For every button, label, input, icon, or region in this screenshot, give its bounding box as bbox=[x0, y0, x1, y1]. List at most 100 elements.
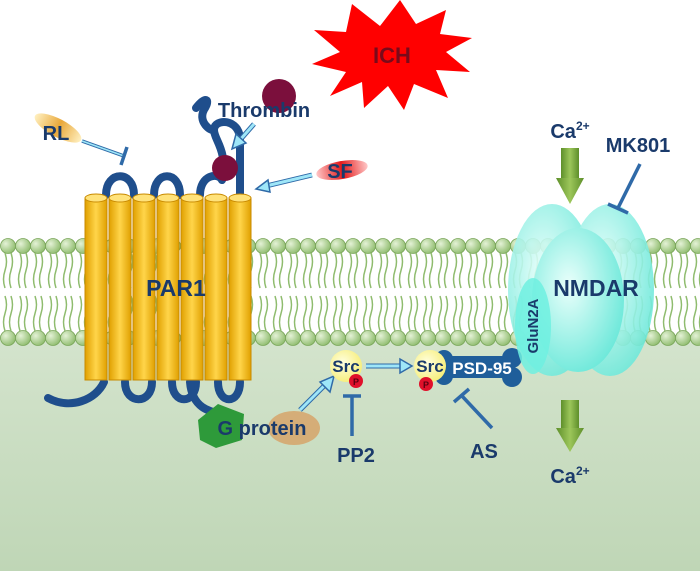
lipid-tail bbox=[304, 253, 307, 288]
lipid-tail bbox=[685, 296, 688, 331]
lipid-head bbox=[361, 331, 376, 346]
lipid-tail bbox=[670, 253, 673, 288]
lipid-head bbox=[31, 239, 46, 254]
lipid-head bbox=[676, 239, 691, 254]
lipid-tail bbox=[10, 253, 13, 288]
lipid-head bbox=[46, 239, 61, 254]
lipid-tail bbox=[664, 253, 667, 288]
lipid-head bbox=[286, 331, 301, 346]
helix-cap bbox=[133, 194, 155, 202]
lipid-head bbox=[346, 331, 361, 346]
lipid-tail bbox=[409, 296, 412, 331]
lipid-tail bbox=[415, 296, 418, 331]
helix-cap bbox=[85, 194, 107, 202]
lipid-tail bbox=[694, 253, 697, 288]
pp2-label: PP2 bbox=[337, 445, 375, 467]
lipid-tail bbox=[454, 296, 457, 331]
lipid-tail bbox=[25, 296, 28, 331]
lipid-head bbox=[406, 239, 421, 254]
lipid-tail bbox=[289, 296, 292, 331]
lipid-tail bbox=[265, 253, 268, 288]
sf-agonist: SF bbox=[256, 157, 369, 192]
lipid-tail bbox=[340, 296, 343, 331]
lipid-head bbox=[331, 331, 346, 346]
lipid-tail bbox=[274, 253, 277, 288]
ca-top-arrow-shaft bbox=[561, 148, 579, 178]
phospho-label-2: P bbox=[423, 380, 429, 390]
lipid-head bbox=[1, 331, 16, 346]
lipid-head bbox=[496, 239, 511, 254]
lipid-tail bbox=[40, 253, 43, 288]
glun2a-label: GluN2A bbox=[525, 298, 542, 353]
lipid-head bbox=[16, 239, 31, 254]
lipid-head bbox=[46, 331, 61, 346]
lipid-tail bbox=[439, 296, 442, 331]
as-label: AS bbox=[470, 441, 498, 463]
lipid-tail bbox=[304, 296, 307, 331]
lipid-tail bbox=[490, 296, 493, 331]
lipid-tail bbox=[274, 296, 277, 331]
lipid-tail bbox=[430, 253, 433, 288]
lipid-tail bbox=[325, 296, 328, 331]
lipid-head bbox=[331, 239, 346, 254]
lipid-head bbox=[61, 331, 76, 346]
lipid-tail bbox=[355, 253, 358, 288]
lipid-head bbox=[451, 239, 466, 254]
lipid-tail bbox=[319, 253, 322, 288]
lipid-tail bbox=[19, 253, 22, 288]
helix-cap bbox=[181, 194, 203, 202]
lipid-head bbox=[391, 331, 406, 346]
src-label-1: Src bbox=[332, 357, 359, 376]
lipid-tail bbox=[475, 296, 478, 331]
lipid-head bbox=[316, 331, 331, 346]
rl-inhibitor: RL bbox=[31, 108, 127, 165]
lipid-head bbox=[676, 331, 691, 346]
lipid-head bbox=[271, 239, 286, 254]
lipid-head bbox=[421, 239, 436, 254]
lipid-tail bbox=[655, 253, 658, 288]
lipid-tail bbox=[370, 296, 373, 331]
ich-burst: ICH bbox=[312, 0, 472, 110]
transmembrane-helix bbox=[205, 198, 227, 380]
lipid-tail bbox=[469, 296, 472, 331]
lipid-tail bbox=[310, 296, 313, 331]
lipid-tail bbox=[679, 253, 682, 288]
lipid-tail bbox=[505, 296, 508, 331]
lipid-tail bbox=[370, 253, 373, 288]
lipid-tail bbox=[349, 296, 352, 331]
lipid-tail bbox=[289, 253, 292, 288]
lipid-tail bbox=[490, 253, 493, 288]
lipid-tail bbox=[265, 296, 268, 331]
lipid-tail bbox=[475, 253, 478, 288]
lipid-tail bbox=[394, 296, 397, 331]
lipid-head bbox=[406, 331, 421, 346]
src-label-2: Src bbox=[416, 357, 443, 376]
lipid-head bbox=[301, 331, 316, 346]
lipid-tail bbox=[55, 296, 58, 331]
thrombin-label: Thrombin bbox=[218, 100, 310, 122]
lipid-head bbox=[316, 239, 331, 254]
transmembrane-helix bbox=[85, 198, 107, 380]
lipid-head bbox=[661, 239, 676, 254]
lipid-head bbox=[301, 239, 316, 254]
lipid-tail bbox=[280, 296, 283, 331]
sf-label: SF bbox=[327, 161, 353, 183]
lipid-head bbox=[496, 331, 511, 346]
lipid-tail bbox=[424, 296, 427, 331]
lipid-tail bbox=[424, 253, 427, 288]
lipid-tail bbox=[415, 253, 418, 288]
lipid-tail bbox=[34, 253, 37, 288]
lipid-head bbox=[481, 239, 496, 254]
lipid-head bbox=[436, 239, 451, 254]
ca-top-label: Ca2+ bbox=[550, 119, 589, 143]
lipid-tail bbox=[25, 253, 28, 288]
phospho-label-1: P bbox=[353, 377, 359, 387]
ca-bottom-arrow-shaft bbox=[561, 400, 579, 428]
lipid-tail bbox=[49, 296, 52, 331]
lipid-head bbox=[376, 239, 391, 254]
lipid-tail bbox=[409, 253, 412, 288]
transmembrane-helix bbox=[109, 198, 131, 380]
lipid-tail bbox=[79, 296, 82, 331]
